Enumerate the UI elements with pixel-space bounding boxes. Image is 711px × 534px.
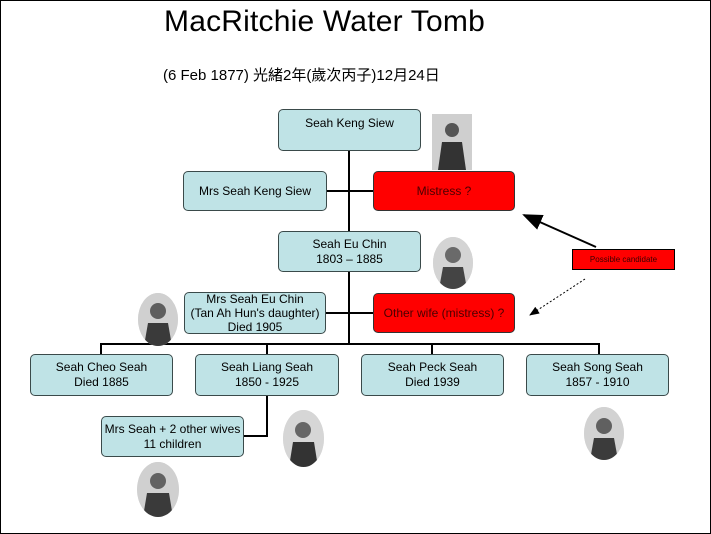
portrait-eu-chin-photo [433, 237, 473, 289]
node-text-line: Mrs Seah + 2 other wives [104, 421, 241, 436]
child-line-cheo [100, 343, 102, 355]
node-other-wife[interactable]: Other wife (mistress) ? [373, 293, 515, 333]
node-text-line: Mrs Seah Eu Chin [206, 292, 304, 306]
children-bar [100, 343, 600, 345]
node-text-line: Died 1885 [74, 375, 129, 389]
child-line-song [598, 343, 600, 355]
arrow-to-other-wife [529, 278, 586, 316]
node-text-line: 1850 - 1925 [234, 375, 300, 389]
portrait-mrs-seah-wives-photo [137, 462, 179, 517]
spouse-line-keng-siew [326, 190, 374, 192]
node-text-line: Seah Keng Siew [305, 116, 394, 130]
node-text-line: Seah Eu Chin [312, 236, 387, 251]
liang-wife-line-v [266, 396, 268, 436]
page-subtitle: (6 Feb 1877) 光緒2年(歲次丙子)12月24日 [163, 67, 440, 84]
node-text-line: (Tan Ah Hun's daughter) [190, 306, 320, 320]
node-text-line: 1857 - 1910 [565, 375, 630, 389]
portrait-song-seah-photo [584, 407, 624, 460]
node-mrs-seah-eu-chin[interactable]: Mrs Seah Eu Chin(Tan Ah Hun's daughter)D… [184, 292, 326, 334]
node-text-line: 11 children [143, 436, 202, 451]
node-mrs-seah-keng-siew[interactable]: Mrs Seah Keng Siew [183, 171, 327, 211]
portrait-mrs-eu-chin-photo [138, 293, 178, 346]
node-seah-keng-siew[interactable]: Seah Keng Siew [278, 109, 421, 151]
portrait-keng-siew-photo [432, 114, 472, 170]
child-line-liang [266, 343, 268, 355]
node-text-line: Mrs Seah Keng Siew [198, 183, 312, 198]
trunk-line-lower [348, 272, 350, 344]
node-mistress[interactable]: Mistress ? [373, 171, 515, 211]
node-text-line: Seah Cheo Seah [55, 360, 148, 374]
spouse-line-eu-chin [325, 312, 373, 314]
arrow-to-mistress [522, 214, 597, 248]
portrait-liang-seah-photo [283, 410, 324, 467]
liang-wife-line-h [243, 435, 268, 437]
node-text-line: Seah Peck Seah [387, 360, 478, 374]
child-line-peck [431, 343, 433, 355]
page-title: MacRitchie Water Tomb [164, 5, 485, 38]
node-text-line: Died 1905 [227, 320, 283, 334]
possible-candidate-label: Possible candidate [572, 249, 675, 270]
node-text-line: Seah Liang Seah [220, 360, 314, 374]
node-text-line: Other wife (mistress) ? [383, 305, 505, 320]
node-text-line: Seah Song Seah [552, 360, 643, 374]
node-text-line: Died 1939 [405, 375, 460, 389]
node-text-line: Mistress ? [416, 183, 472, 198]
node-text-line: 1803 – 1885 [316, 251, 383, 266]
